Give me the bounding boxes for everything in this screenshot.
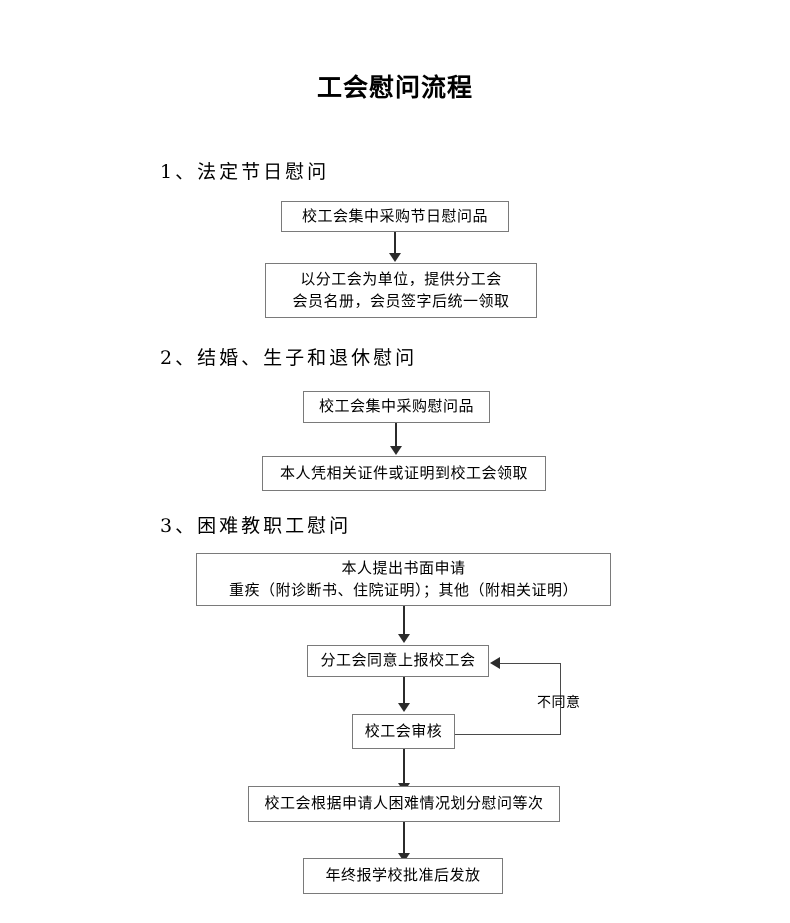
- connector-s3-4-line: [403, 822, 405, 855]
- page-title: 工会慰问流程: [316, 73, 473, 102]
- node-s1-distribute-by-branch-union: 以分工会为单位，提供分工会 会员名册，会员签字后统一领取: [265, 263, 537, 318]
- connector-s1-1-arrowhead: [389, 253, 401, 262]
- connector-s2-1-line: [395, 423, 397, 448]
- node-label: 校工会集中采购节日慰问品: [301, 206, 488, 225]
- node-s3-grade-assistance: 校工会根据申请人困难情况划分慰问等次: [248, 786, 560, 822]
- node-label: 校工会根据申请人困难情况划分慰问等次: [264, 794, 544, 813]
- connector-s3-1-arrowhead: [398, 634, 410, 643]
- edge-label-reject: 不同意: [537, 695, 581, 711]
- connector-reject-right: [560, 663, 561, 734]
- node-s1-purchase-holiday-gifts: 校工会集中采购节日慰问品: [281, 201, 509, 232]
- connector-s1-1-line: [394, 232, 396, 255]
- node-s3-branch-union-approve: 分工会同意上报校工会: [307, 645, 489, 677]
- node-s3-year-end-approval-issue: 年终报学校批准后发放: [303, 858, 503, 894]
- node-label: 校工会审核: [364, 721, 443, 740]
- node-s3-written-application: 本人提出书面申请 重疾（附诊断书、住院证明）；其他（附相关证明）: [196, 553, 611, 606]
- connector-s3-2-arrowhead: [398, 703, 410, 712]
- node-label: 年终报学校批准后发放: [325, 866, 481, 885]
- connector-s3-3-line: [403, 749, 405, 785]
- connector-s3-4-arrowhead: [398, 853, 410, 862]
- node-label: 校工会集中采购慰问品: [318, 397, 474, 416]
- connector-s2-1-arrowhead: [390, 446, 402, 455]
- connector-reject-bottom: [455, 734, 561, 735]
- section-heading-1: 1、法定节日慰问: [160, 161, 330, 183]
- node-s2-collect-with-documents: 本人凭相关证件或证明到校工会领取: [262, 456, 546, 491]
- connector-reject-top: [500, 663, 561, 664]
- section-heading-3: 3、困难教职工慰问: [160, 515, 352, 537]
- node-label: 分工会同意上报校工会: [320, 651, 476, 670]
- section-heading-2: 2、结婚、生子和退休慰问: [160, 347, 418, 369]
- node-label: 本人提出书面申请 重疾（附诊断书、住院证明）；其他（附相关证明）: [228, 558, 578, 599]
- node-s3-school-union-review: 校工会审核: [352, 714, 455, 749]
- node-label: 本人凭相关证件或证明到校工会领取: [279, 463, 528, 482]
- connector-s3-2-line: [403, 677, 405, 705]
- connector-s3-1-line: [403, 606, 405, 636]
- node-s2-purchase-gifts: 校工会集中采购慰问品: [303, 391, 490, 423]
- node-label: 以分工会为单位，提供分工会 会员名册，会员签字后统一领取: [292, 269, 510, 310]
- connector-reject-arrowhead: [490, 657, 500, 669]
